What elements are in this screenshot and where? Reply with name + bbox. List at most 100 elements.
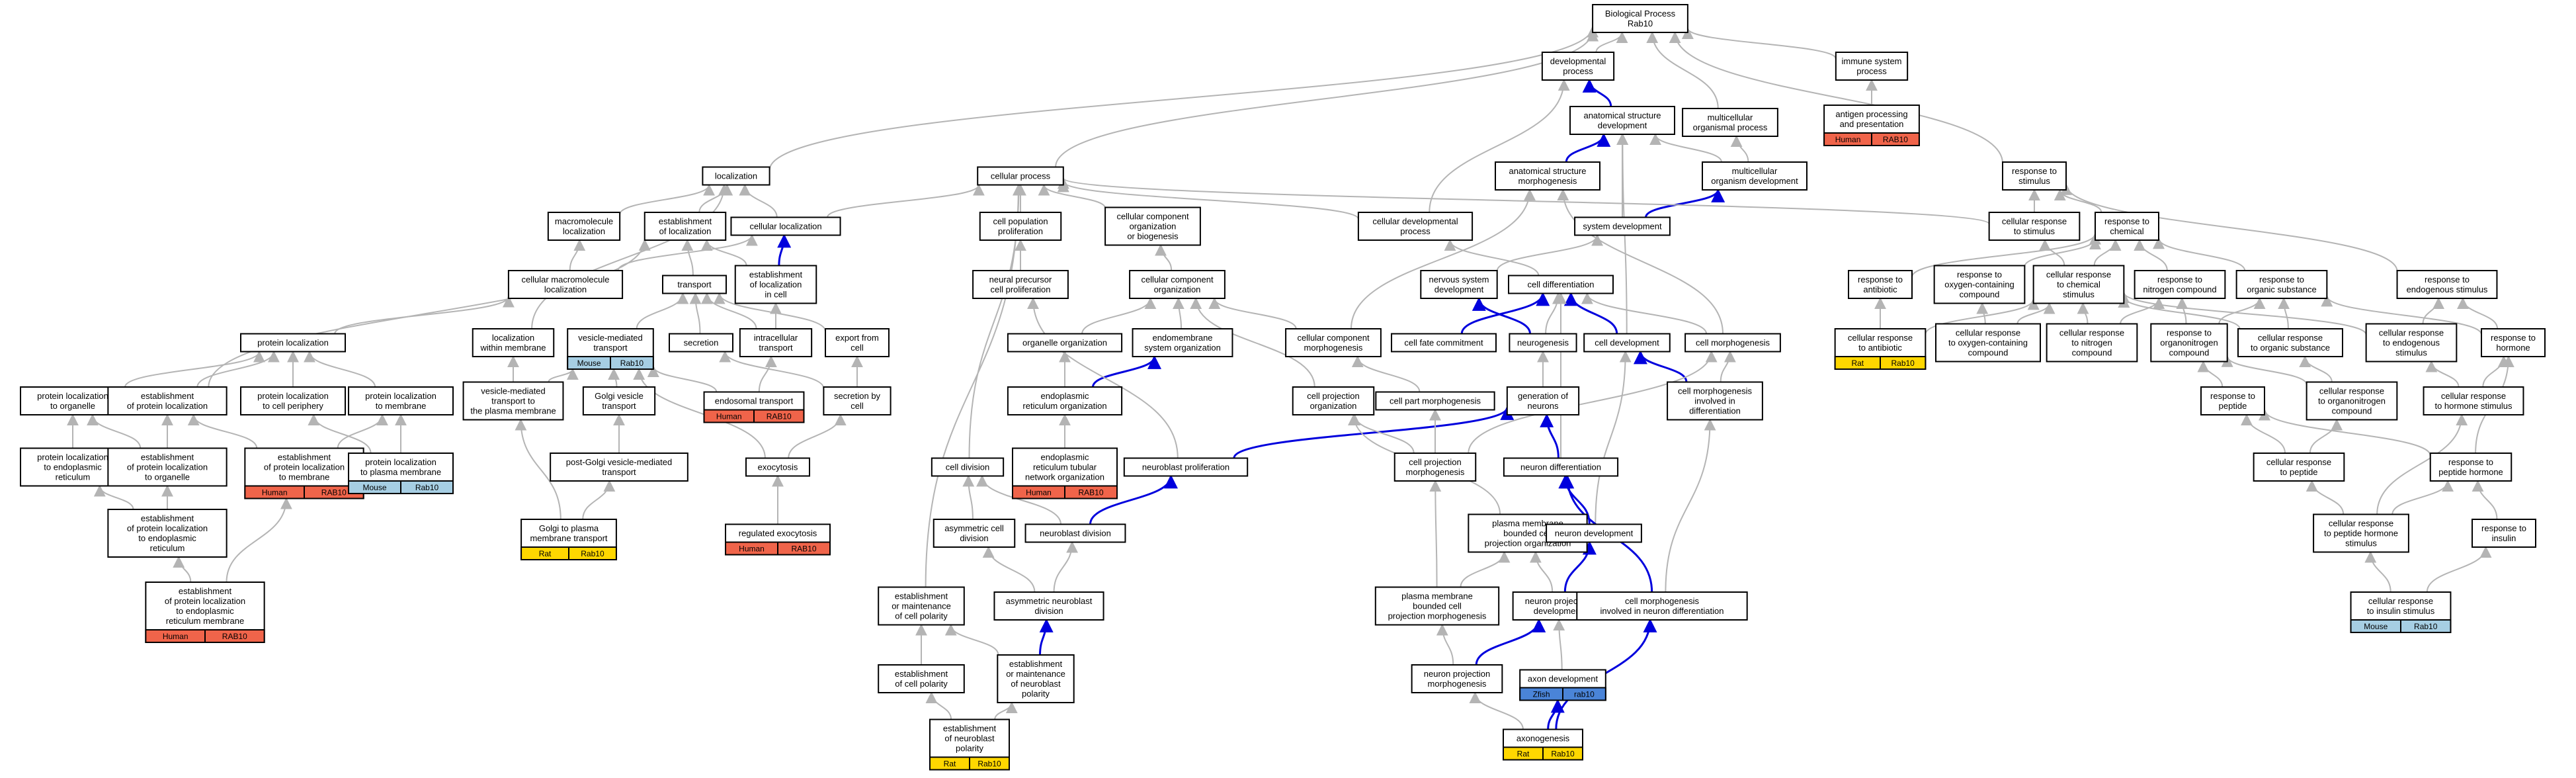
go-term-trn[interactable]: transport (662, 275, 727, 294)
go-term-pl[interactable]: protein localization (240, 333, 346, 353)
go-term-oo[interactable]: organelle organization (1007, 333, 1123, 353)
go-term-nbp[interactable]: neuroblast proliferation (1123, 457, 1249, 477)
go-term-cdev[interactable]: cell development (1583, 333, 1671, 353)
go-term-cdiff[interactable]: cell differentiation (1508, 275, 1614, 294)
go-term-sys[interactable]: system development (1574, 216, 1671, 236)
go-term-cmorph[interactable]: cell morphogenesis (1684, 333, 1781, 353)
go-term-cpm[interactable]: cell part morphogenesis (1375, 391, 1495, 411)
go-term-cfc[interactable]: cell fate commitment (1391, 333, 1497, 353)
go-term-sec[interactable]: secretion (669, 333, 733, 353)
go-term-ndiff[interactable]: neuron differentiation (1503, 457, 1619, 477)
go-term-loc[interactable]: localization (702, 166, 770, 186)
go-term-cp[interactable]: cellular process (977, 166, 1064, 186)
go-term-ndev[interactable]: neuron development (1546, 523, 1642, 543)
go-term-cdiv[interactable]: cell division (931, 457, 1005, 477)
go-term-nbd[interactable]: neuroblast division (1024, 523, 1126, 543)
go-term-neur[interactable]: neurogenesis (1509, 333, 1577, 353)
go-term-exo[interactable]: exocytosis (745, 457, 810, 477)
go-term-cl[interactable]: cellular localization (730, 216, 841, 236)
